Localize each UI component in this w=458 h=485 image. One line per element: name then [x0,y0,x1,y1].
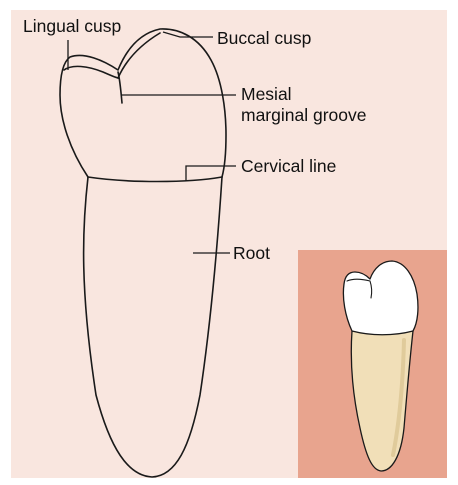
label-mesial-line2: marginal groove [241,105,366,125]
tooth-color-inset [298,250,447,478]
label-root: Root [233,243,270,263]
label-mesial-line1: Mesial [241,84,292,104]
label-lingual-cusp: Lingual cusp [23,16,121,36]
label-buccal-cusp: Buccal cusp [217,28,311,48]
inset-crown [343,261,418,335]
label-cervical-line: Cervical line [241,156,336,176]
